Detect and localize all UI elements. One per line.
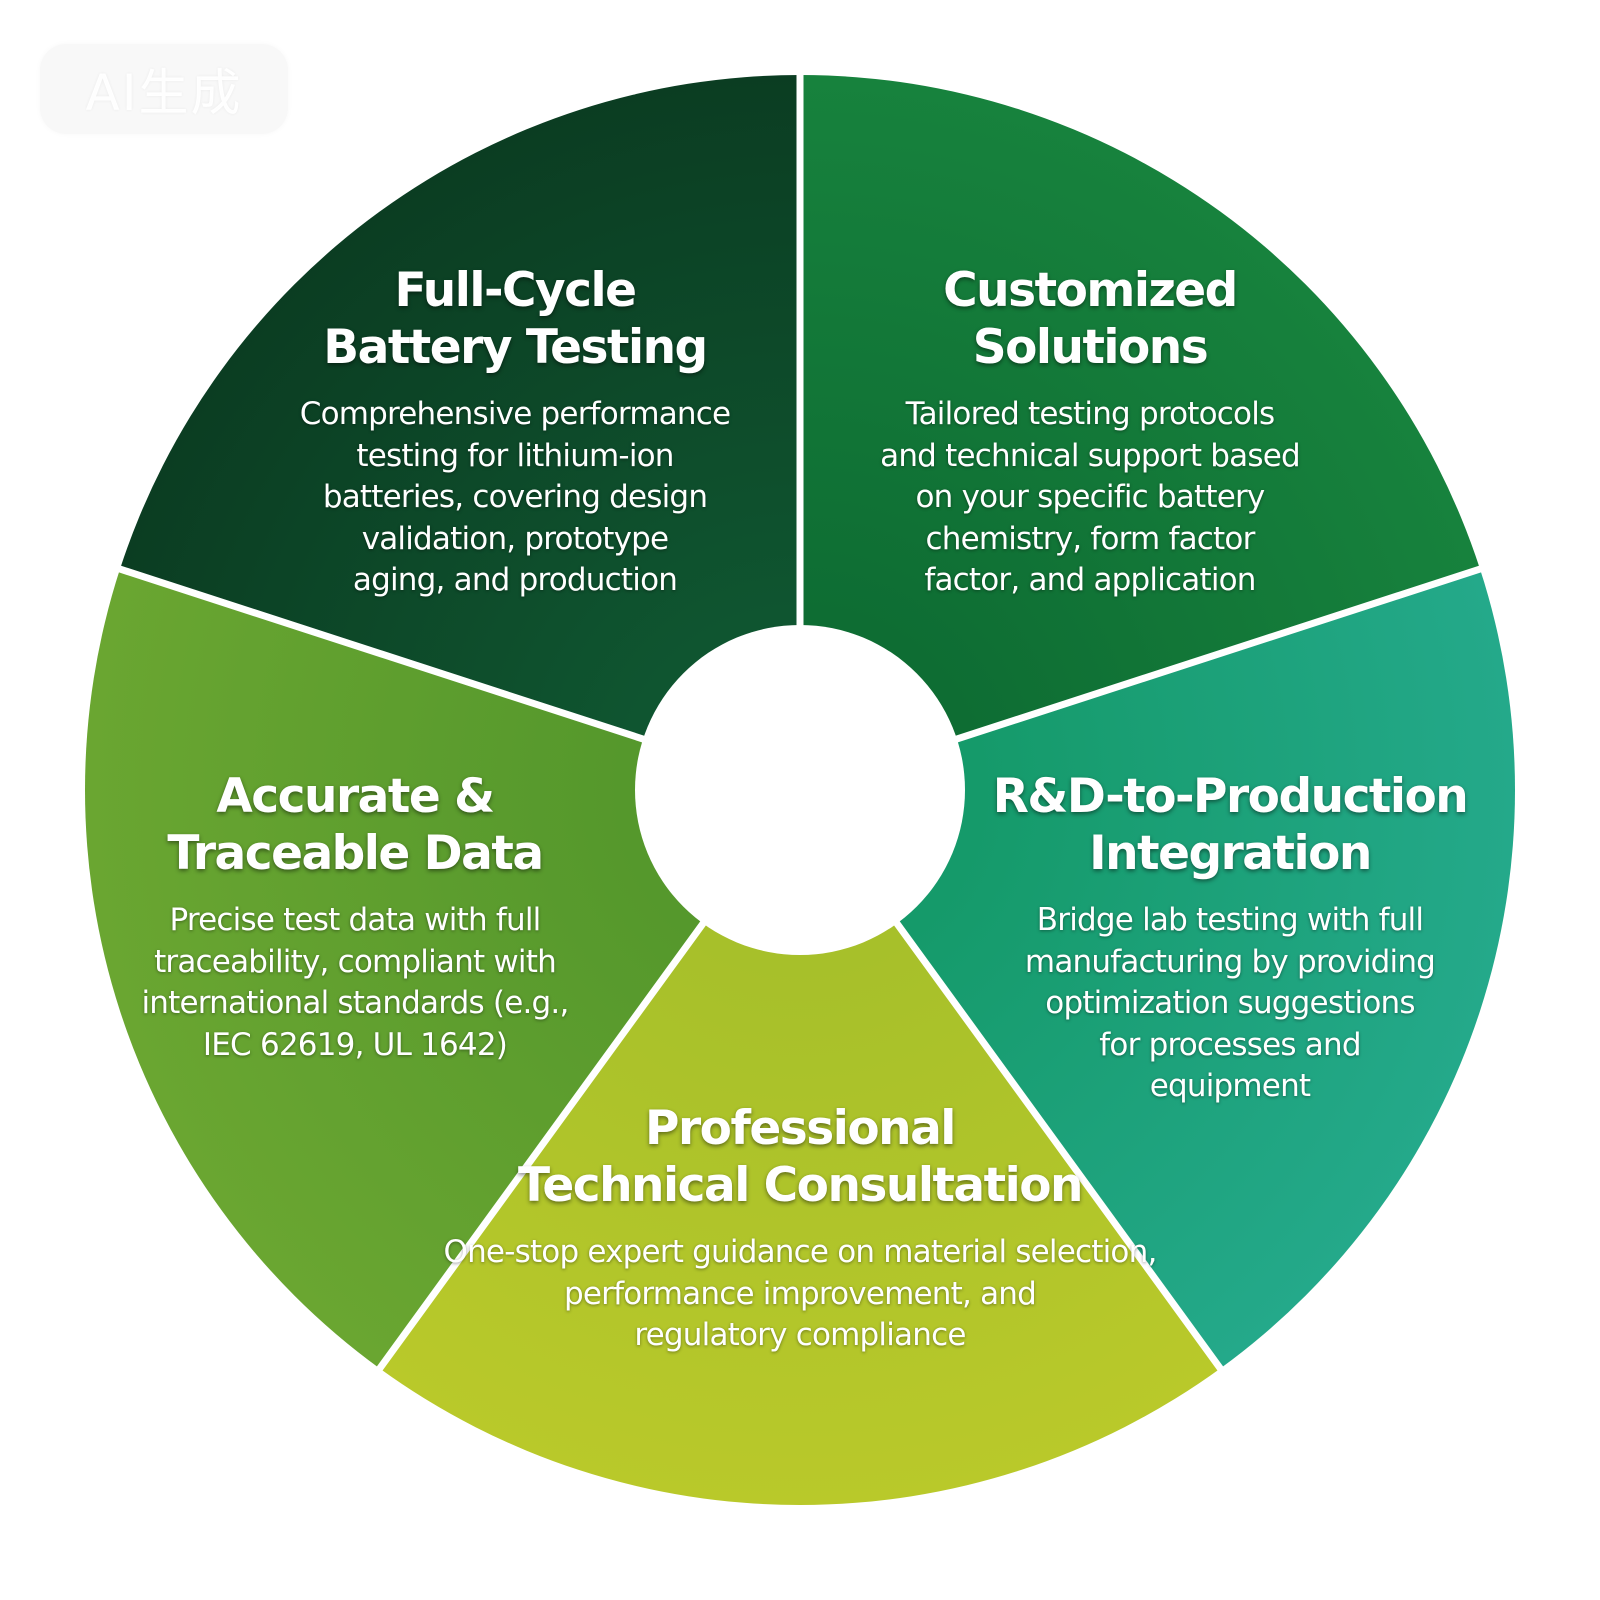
segment-accurate-data-text: Accurate & Traceable Data Precise test d… bbox=[100, 768, 610, 1066]
segment-description: Comprehensive performance testing for li… bbox=[299, 396, 731, 598]
segment-full-cycle-text: Full-Cycle Battery Testing Comprehensive… bbox=[255, 262, 775, 602]
segment-description: One-stop expert guidance on material sel… bbox=[443, 1234, 1157, 1353]
segment-title: Professional Technical Consultation bbox=[518, 1101, 1083, 1213]
segment-customized bbox=[800, 75, 1481, 790]
segment-title: Full-Cycle Battery Testing bbox=[323, 263, 708, 375]
segment-rnd-production bbox=[800, 569, 1515, 1369]
segment-accurate-data bbox=[84, 569, 800, 1369]
center-hub bbox=[635, 625, 965, 955]
segment-title: Customized Solutions bbox=[943, 263, 1238, 375]
segment-consultation bbox=[379, 790, 1221, 1505]
segment-title: Accurate & Traceable Data bbox=[167, 769, 544, 881]
segment-description: Tailored testing protocols and technical… bbox=[880, 396, 1301, 598]
segment-rnd-production-text: R&D-to-Production Integration Bridge lab… bbox=[960, 768, 1500, 1108]
segment-consultation-text: Professional Technical Consultation One-… bbox=[380, 1100, 1220, 1357]
segment-description: Precise test data with full traceability… bbox=[141, 902, 569, 1063]
segment-customized-text: Customized Solutions Tailored testing pr… bbox=[830, 262, 1350, 602]
segment-description: Bridge lab testing with full manufacturi… bbox=[1024, 902, 1436, 1104]
segment-title: R&D-to-Production Integration bbox=[992, 769, 1469, 881]
segment-full-cycle bbox=[119, 75, 801, 790]
ai-generated-watermark: AI生成 bbox=[40, 44, 288, 134]
